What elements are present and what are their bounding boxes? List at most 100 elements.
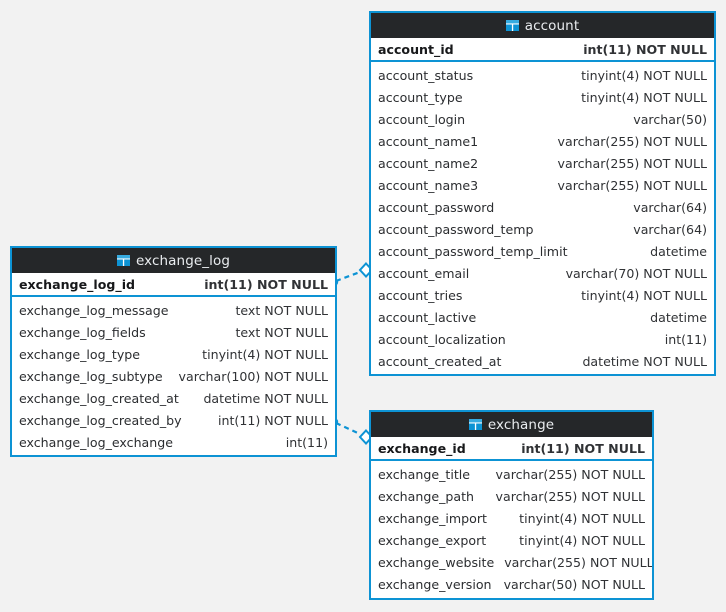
column-type: int(11) NOT NULL (521, 440, 645, 456)
column-row[interactable]: exchange_title varchar(255) NOT NULL (371, 463, 652, 485)
column-type: varchar(64) (633, 221, 707, 237)
column-type: int(11) (285, 434, 328, 450)
column-row[interactable]: account_name2 varchar(255) NOT NULL (371, 152, 714, 174)
column-name: account_email (378, 265, 470, 281)
relationship-line (335, 270, 361, 283)
column-name: account_type (378, 89, 463, 105)
column-name: account_created_at (378, 353, 502, 369)
column-type: datetime (650, 309, 707, 325)
column-name: exchange_log_fields (19, 324, 146, 340)
column-row[interactable]: account_login varchar(50) (371, 108, 714, 130)
column-name: exchange_version (378, 576, 492, 592)
column-type: varchar(255) NOT NULL (557, 155, 707, 171)
column-row[interactable]: account_password_temp_limit datetime (371, 240, 714, 262)
column-type: varchar(50) (633, 111, 707, 127)
column-row[interactable]: exchange_log_created_at datetime NOT NULL (12, 387, 335, 409)
column-type: tinyint(4) NOT NULL (519, 510, 645, 526)
column-name: exchange_id (378, 440, 466, 456)
column-row[interactable]: account_type tinyint(4) NOT NULL (371, 86, 714, 108)
relationship-line (335, 422, 361, 435)
column-name: exchange_website (378, 554, 495, 570)
column-row[interactable]: exchange_log_fields text NOT NULL (12, 321, 335, 343)
column-type: varchar(255) NOT NULL (495, 488, 645, 504)
column-name: account_id (378, 41, 454, 57)
column-row[interactable]: exchange_log_exchange int(11) (12, 431, 335, 453)
table-icon (505, 20, 519, 31)
column-type: varchar(255) NOT NULL (495, 466, 645, 482)
primary-key-row[interactable]: exchange_log_id int(11) NOT NULL (12, 273, 335, 297)
column-row[interactable]: account_password varchar(64) (371, 196, 714, 218)
table-title: exchange (487, 416, 555, 433)
column-type: varchar(50) NOT NULL (503, 576, 645, 592)
column-type: text NOT NULL (235, 324, 328, 340)
column-name: exchange_log_exchange (19, 434, 174, 450)
column-row[interactable]: account_created_at datetime NOT NULL (371, 350, 714, 372)
column-type: datetime (650, 243, 707, 259)
column-name: account_name2 (378, 155, 479, 171)
column-name: account_status (378, 67, 474, 83)
column-name: exchange_log_type (19, 346, 141, 362)
column-row[interactable]: exchange_version varchar(50) NOT NULL (371, 573, 652, 595)
column-type: tinyint(4) NOT NULL (581, 287, 707, 303)
table-header-account[interactable]: account (371, 13, 714, 38)
column-name: account_localization (378, 331, 506, 347)
column-type: int(11) NOT NULL (218, 412, 328, 428)
column-row[interactable]: account_name1 varchar(255) NOT NULL (371, 130, 714, 152)
column-row[interactable]: account_email varchar(70) NOT NULL (371, 262, 714, 284)
primary-key-row[interactable]: account_id int(11) NOT NULL (371, 38, 714, 62)
column-type: datetime NOT NULL (203, 390, 328, 406)
column-name: exchange_log_created_by (19, 412, 182, 428)
column-row[interactable]: exchange_log_created_by int(11) NOT NULL (12, 409, 335, 431)
table-title: exchange_log (135, 252, 231, 269)
table-header-exchange_log[interactable]: exchange_log (12, 248, 335, 273)
column-type: int(11) NOT NULL (583, 41, 707, 57)
column-row[interactable]: exchange_website varchar(255) NOT NULL (371, 551, 652, 573)
column-row[interactable]: account_localization int(11) (371, 328, 714, 350)
column-type: int(11) NOT NULL (204, 276, 328, 292)
column-row[interactable]: account_name3 varchar(255) NOT NULL (371, 174, 714, 196)
table-icon (468, 419, 482, 430)
column-type: varchar(64) (633, 199, 707, 215)
er-table-exchange_log[interactable]: exchange_log exchange_log_id int(11) NOT N… (10, 246, 337, 457)
column-name: exchange_export (378, 532, 487, 548)
column-name: account_login (378, 111, 466, 127)
column-type: tinyint(4) NOT NULL (202, 346, 328, 362)
column-row[interactable]: account_status tinyint(4) NOT NULL (371, 64, 714, 86)
column-name: exchange_log_created_at (19, 390, 179, 406)
column-type: int(11) (664, 331, 707, 347)
primary-key-row[interactable]: exchange_id int(11) NOT NULL (371, 437, 652, 461)
column-name: account_name1 (378, 133, 479, 149)
column-name: exchange_log_message (19, 302, 169, 318)
column-type: varchar(255) NOT NULL (557, 177, 707, 193)
column-type: varchar(70) NOT NULL (565, 265, 707, 281)
column-type: varchar(255) NOT NULL (504, 554, 654, 570)
column-name: account_name3 (378, 177, 479, 193)
column-type: varchar(255) NOT NULL (557, 133, 707, 149)
column-row[interactable]: account_password_temp varchar(64) (371, 218, 714, 240)
column-type: tinyint(4) NOT NULL (581, 89, 707, 105)
column-name: exchange_log_id (19, 276, 136, 292)
column-row[interactable]: exchange_export tinyint(4) NOT NULL (371, 529, 652, 551)
column-name: account_password (378, 199, 495, 215)
column-row[interactable]: account_tries tinyint(4) NOT NULL (371, 284, 714, 306)
column-row[interactable]: exchange_log_type tinyint(4) NOT NULL (12, 343, 335, 365)
column-type: tinyint(4) NOT NULL (519, 532, 645, 548)
column-name: account_password_temp_limit (378, 243, 568, 259)
column-type: datetime NOT NULL (582, 353, 707, 369)
column-type: tinyint(4) NOT NULL (581, 67, 707, 83)
table-title: account (524, 17, 580, 34)
column-name: exchange_title (378, 466, 471, 482)
column-name: exchange_log_subtype (19, 368, 163, 384)
column-name: account_password_temp (378, 221, 534, 237)
column-name: account_tries (378, 287, 463, 303)
table-header-exchange[interactable]: exchange (371, 412, 652, 437)
